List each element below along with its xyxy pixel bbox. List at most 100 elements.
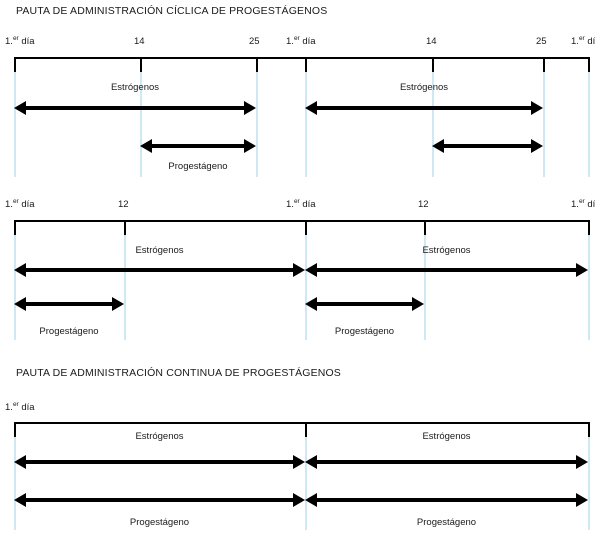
arrow-shaft xyxy=(23,268,296,272)
estrogen3-label-c2: Estrógenos xyxy=(422,431,471,442)
arrow-head-right-icon xyxy=(293,493,305,507)
section-title-ciclica: PAUTA DE ADMINISTRACIÓN CÍCLICA DE PROGE… xyxy=(16,5,328,17)
arrow-shaft xyxy=(314,460,579,464)
arrow-head-right-icon xyxy=(576,455,588,469)
progestagen2-label-c1: Progestágeno xyxy=(39,326,99,337)
arrow-head-left-icon xyxy=(14,493,26,507)
arrow-head-left-icon xyxy=(432,139,444,153)
day-label-1er-dia: 1.er día xyxy=(5,34,35,47)
arrow-shaft xyxy=(314,302,415,306)
arrow-head-left-icon xyxy=(14,101,26,115)
guide3-d1-c1 xyxy=(14,437,16,530)
estrogen3-label-c1: Estrógenos xyxy=(135,431,184,442)
tick3-d1-c1 xyxy=(14,422,16,444)
arrow-shaft xyxy=(23,498,296,502)
guide2-d1-c3 xyxy=(588,235,590,340)
guide-d1-c3 xyxy=(588,72,590,177)
progestagen3-label-c1: Progestágeno xyxy=(129,517,190,528)
guide-d1-c1 xyxy=(14,72,16,177)
estrogen2-arrow-c1 xyxy=(14,263,305,277)
estrogen-label-c1: Estrógenos xyxy=(110,82,160,93)
arrow-shaft xyxy=(23,302,115,306)
arrow-head-right-icon xyxy=(412,297,424,311)
day-label-25: 25 xyxy=(249,36,260,47)
guide-d1-c2 xyxy=(305,72,307,177)
guide2-d1-c2 xyxy=(305,235,307,340)
guide2-d12-c2 xyxy=(424,235,426,340)
progestagen2-arrow-c2 xyxy=(305,297,424,311)
timeline-axis-1 xyxy=(14,57,590,59)
tick3-d1-c2 xyxy=(305,422,307,444)
timeline-axis-2 xyxy=(14,220,590,222)
day3-label-1er-dia: 1.er día xyxy=(5,400,35,413)
estrogen2-label-c1: Estrógenos xyxy=(135,245,184,256)
arrow-shaft xyxy=(23,106,247,110)
tick-d14-c1 xyxy=(140,57,142,79)
day-label-25-2: 25 xyxy=(536,36,547,47)
arrow-shaft xyxy=(441,144,534,148)
estrogen-label-c2: Estrógenos xyxy=(399,82,449,93)
arrow-head-right-icon xyxy=(531,139,543,153)
arrow-head-right-icon xyxy=(531,101,543,115)
day-label-1er-dia-2: 1.er día xyxy=(286,34,316,47)
progestagen-arrow-c2 xyxy=(432,139,543,153)
arrow-head-left-icon xyxy=(140,139,152,153)
progestagen3-label-c2: Progestágeno xyxy=(416,517,477,528)
arrow-head-right-icon xyxy=(576,263,588,277)
tick2-d1-c3 xyxy=(588,220,590,242)
progestagen-label-c1: Progestágeno xyxy=(168,161,228,172)
estrogen-arrow-c2 xyxy=(305,101,543,115)
tick3-d1-c3 xyxy=(588,422,590,444)
day2-label-1er-dia: 1.er día xyxy=(5,197,35,210)
guide-d14-c1 xyxy=(140,72,142,177)
arrow-head-right-icon xyxy=(112,297,124,311)
day2-label-1er-dia-2: 1.er día xyxy=(286,197,316,210)
arrow-head-left-icon xyxy=(305,455,317,469)
arrow-head-right-icon xyxy=(244,101,256,115)
estrogen2-label-c2: Estrógenos xyxy=(422,245,471,256)
estrogen2-arrow-c2 xyxy=(305,263,588,277)
guide-d25-c2 xyxy=(543,72,545,177)
arrow-head-left-icon xyxy=(14,297,26,311)
arrow-head-left-icon xyxy=(305,493,317,507)
day2-label-1er-dia-3: 1.er dí xyxy=(571,197,596,210)
day2-label-12-2: 12 xyxy=(418,199,429,210)
day-label-14: 14 xyxy=(134,36,145,47)
tick-d1-c2 xyxy=(305,57,307,79)
progestagen3-arrow-c2 xyxy=(305,493,588,507)
day2-label-12: 12 xyxy=(118,199,129,210)
tick2-d1-c1 xyxy=(14,220,16,242)
tick-d1-c3 xyxy=(588,57,590,79)
arrow-shaft xyxy=(149,144,247,148)
tick-d14-c2 xyxy=(432,57,434,79)
tick-d25-c1 xyxy=(256,57,258,79)
arrow-shaft xyxy=(314,268,579,272)
guide2-d12-c1 xyxy=(124,235,126,340)
tick-d25-c2 xyxy=(543,57,545,79)
arrow-shaft xyxy=(314,106,534,110)
progestagen2-label-c2: Progestágeno xyxy=(334,326,395,337)
guide-d14-c2 xyxy=(432,72,434,177)
progestagen2-arrow-c1 xyxy=(14,297,124,311)
arrow-head-right-icon xyxy=(293,263,305,277)
arrow-head-left-icon xyxy=(14,263,26,277)
arrow-head-right-icon xyxy=(576,493,588,507)
estrogen3-arrow-c2 xyxy=(305,455,588,469)
guide3-d1-c3 xyxy=(588,437,590,530)
arrow-head-left-icon xyxy=(305,263,317,277)
guide2-d1-c1 xyxy=(14,235,16,340)
arrow-head-left-icon xyxy=(305,297,317,311)
arrow-shaft xyxy=(314,498,579,502)
section-title-continua: PAUTA DE ADMINISTRACIÓN CONTINUA DE PROG… xyxy=(16,367,341,379)
progestagen3-arrow-c1 xyxy=(14,493,305,507)
tick2-d12-c1 xyxy=(124,220,126,242)
guide-d25-c1 xyxy=(256,72,258,177)
timeline-axis-3 xyxy=(14,422,590,424)
tick-d1-c1 xyxy=(14,57,16,79)
guide3-d1-c2 xyxy=(305,437,307,530)
progestagen-arrow-c1 xyxy=(140,139,256,153)
arrow-head-right-icon xyxy=(244,139,256,153)
estrogen3-arrow-c1 xyxy=(14,455,305,469)
arrow-head-left-icon xyxy=(305,101,317,115)
arrow-shaft xyxy=(23,460,296,464)
